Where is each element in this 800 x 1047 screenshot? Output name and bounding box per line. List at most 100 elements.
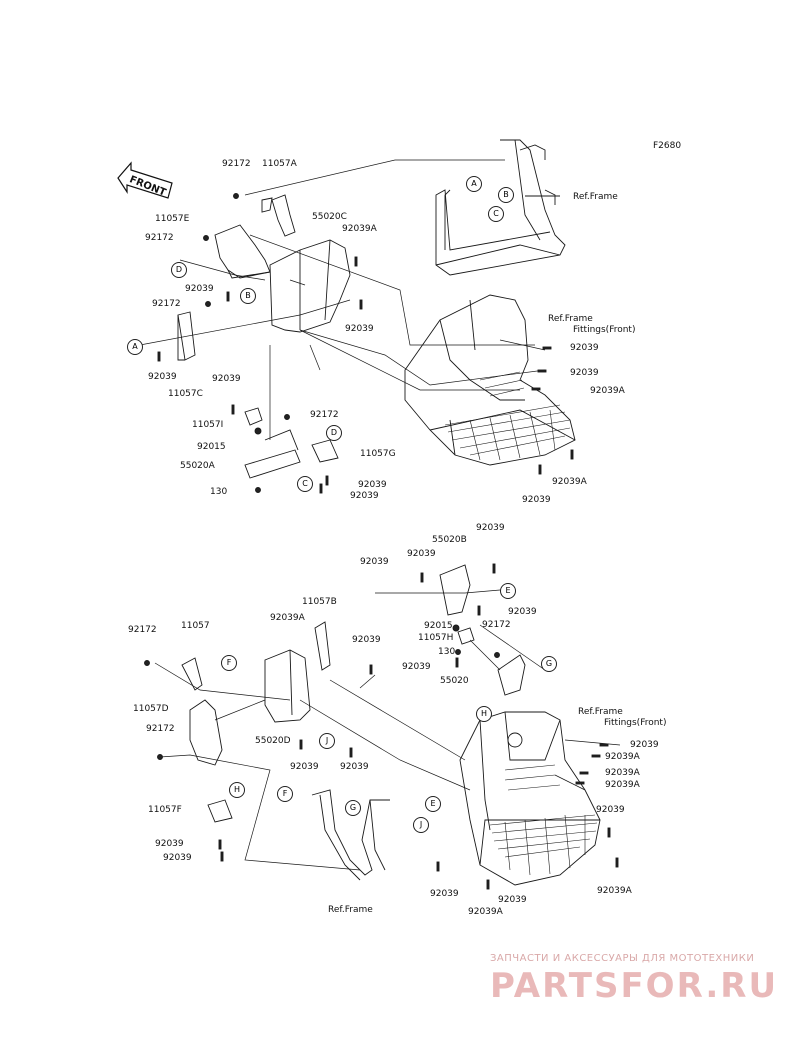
marker-d-lower: D: [326, 425, 342, 441]
marker-e-upper: E: [500, 583, 516, 599]
part-label: 92039: [185, 284, 214, 294]
bracket-11057F: [207, 799, 233, 823]
part-label: 11057G: [360, 449, 396, 459]
part-label: 92039: [358, 480, 387, 490]
part-label: 92039: [212, 374, 241, 384]
panel-55020C: [269, 239, 351, 333]
marker-g-lower: G: [345, 800, 361, 816]
part-label: 130: [210, 487, 228, 497]
marker-b-top: B: [498, 187, 514, 203]
part-label: 92039: [570, 368, 599, 378]
part-label: 92039A: [605, 752, 640, 762]
marker-h-lower: H: [229, 782, 245, 798]
marker-c-top: C: [488, 206, 504, 222]
bracket-11057G: [311, 439, 339, 463]
fasteners-top: [157, 193, 574, 494]
part-label: 11057: [181, 621, 210, 631]
part-label: 55020D: [255, 736, 291, 746]
fasteners-bottom: [144, 563, 619, 890]
part-label: 92172: [145, 233, 174, 243]
marker-f-lower: F: [277, 786, 293, 802]
marker-d-left: D: [171, 262, 187, 278]
part-label: 92172: [222, 159, 251, 169]
ref-frame-fittings-bottom-2: Fittings(Front): [604, 718, 667, 728]
part-label: 92039: [345, 324, 374, 334]
marker-h-upper: H: [476, 706, 492, 722]
part-label: 92039: [476, 523, 505, 533]
bracket-11057A: [261, 194, 296, 237]
watermark-brand: PARTSFOR.RU: [490, 966, 779, 1006]
panel-11057E: [214, 224, 271, 279]
ref-frame-fittings-bottom-1: Ref.Frame: [578, 707, 623, 717]
part-label: 11057B: [302, 597, 337, 607]
part-label: 55020C: [312, 212, 347, 222]
panel-55020D: [264, 649, 311, 723]
marker-c-lower: C: [297, 476, 313, 492]
part-label: 92039: [407, 549, 436, 559]
part-label: 11057E: [155, 214, 190, 224]
part-label: 92039: [163, 853, 192, 863]
ref-frame-fittings-top-2: Fittings(Front): [573, 325, 636, 335]
marker-j-lower: J: [413, 817, 429, 833]
ref-frame-label-top: Ref.Frame: [573, 192, 618, 202]
marker-j-upper: J: [319, 733, 335, 749]
marker-f-upper: F: [221, 655, 237, 671]
marker-e-lower: E: [425, 796, 441, 812]
part-label: 92039A: [552, 477, 587, 487]
part-label: 92039A: [590, 386, 625, 396]
part-label: 92039: [352, 635, 381, 645]
part-label: 92039: [360, 557, 389, 567]
part-label: 11057I: [192, 420, 224, 430]
part-label: 92015: [424, 621, 453, 631]
part-label: 92039: [522, 495, 551, 505]
part-label: 92039: [630, 740, 659, 750]
part-label: 11057F: [148, 805, 182, 815]
diagram-code: F2680: [653, 141, 682, 151]
ref-frame-label-bottom: Ref.Frame: [328, 905, 373, 915]
floor-pan-bottom: [459, 711, 601, 886]
leader-lines-bottom: [154, 589, 621, 871]
bracket-11057B: [314, 621, 331, 671]
part-label: 92015: [197, 442, 226, 452]
part-label: 92172: [146, 724, 175, 734]
part-label: 92039A: [605, 780, 640, 790]
marker-b-left: B: [240, 288, 256, 304]
part-label: 92039A: [270, 613, 305, 623]
part-label: 130: [438, 647, 456, 657]
watermark-subtitle: ЗАПЧАСТИ И АКСЕССУАРЫ ДЛЯ МОТОТЕХНИКИ: [490, 953, 755, 964]
part-label: 55020B: [432, 535, 467, 545]
leader-lines-top: [139, 159, 546, 440]
part-label: 92039A: [468, 907, 503, 917]
part-label: 11057C: [168, 389, 203, 399]
panel-11057D: [189, 699, 223, 766]
part-label: 92172: [482, 620, 511, 630]
part-label: 92039: [498, 895, 527, 905]
part-label: 92172: [310, 410, 339, 420]
frame-section-bottom: [311, 789, 390, 881]
panel-55020: [497, 654, 526, 696]
part-label: 92039: [508, 607, 537, 617]
part-label: 55020A: [180, 461, 215, 471]
marker-a-top: A: [466, 176, 482, 192]
bracket-11057: [181, 657, 203, 691]
bracket-11057I: [244, 407, 263, 426]
panel-55020B: [439, 564, 471, 616]
part-label: 11057H: [418, 633, 454, 643]
part-label: 92039: [430, 889, 459, 899]
frame-section-top: [435, 139, 566, 276]
part-label: 92039: [155, 839, 184, 849]
part-label: 92039: [570, 343, 599, 353]
front-arrow-icon: FRONT: [117, 161, 173, 199]
part-label: 92039: [350, 491, 379, 501]
part-label: 55020: [440, 676, 469, 686]
part-label: 92172: [128, 625, 157, 635]
part-label: 92039: [402, 662, 431, 672]
part-label: 92039A: [597, 886, 632, 896]
marker-g-upper: G: [541, 656, 557, 672]
part-label: 92039: [290, 762, 319, 772]
part-label: 11057D: [133, 704, 169, 714]
part-label: 92039A: [605, 768, 640, 778]
panel-55020A: [244, 429, 301, 479]
floor-pan-top: [404, 294, 576, 466]
